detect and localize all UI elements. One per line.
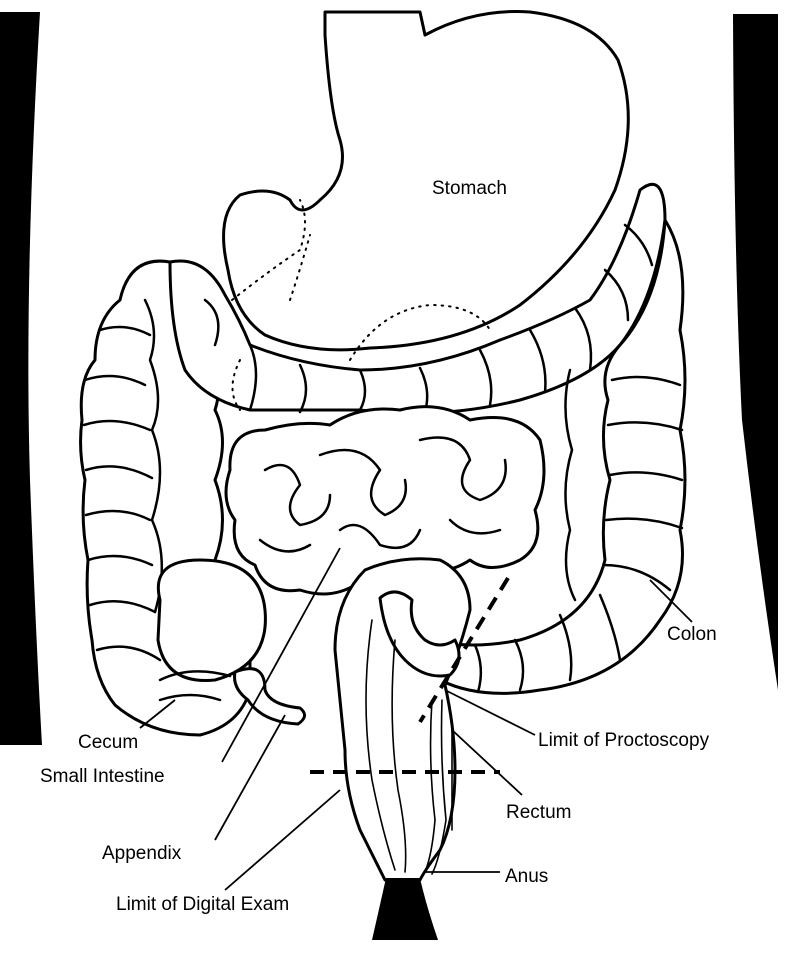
leader-limit-digital — [224, 789, 341, 891]
leader-colon — [649, 579, 693, 623]
label-limit-of-digital-exam: Limit of Digital Exam — [116, 894, 289, 915]
label-small-intestine: Small Intestine — [40, 766, 165, 787]
descending-colon — [425, 218, 687, 695]
body-outline-left — [0, 12, 42, 745]
anal-canal — [372, 878, 438, 940]
stomach — [222, 10, 630, 411]
leader-limit-proctoscopy — [444, 689, 536, 736]
transverse-colon — [168, 182, 667, 417]
rectum — [333, 557, 472, 882]
label-anus: Anus — [505, 866, 548, 887]
leader-appendix — [214, 714, 286, 841]
cecum — [156, 558, 267, 702]
body-outline-right — [733, 14, 778, 690]
label-colon: Colon — [667, 624, 717, 645]
small-intestine — [224, 405, 546, 596]
leader-rectum — [451, 729, 523, 796]
label-appendix: Appendix — [102, 843, 182, 864]
leader-cecum — [139, 699, 176, 729]
limit-of-proctoscopy-line — [418, 576, 510, 724]
label-cecum: Cecum — [78, 732, 138, 753]
label-stomach: Stomach — [432, 178, 507, 199]
label-limit-of-proctoscopy: Limit of Proctoscopy — [538, 730, 710, 751]
leader-small-intestine — [221, 547, 341, 763]
label-rectum: Rectum — [506, 802, 571, 823]
